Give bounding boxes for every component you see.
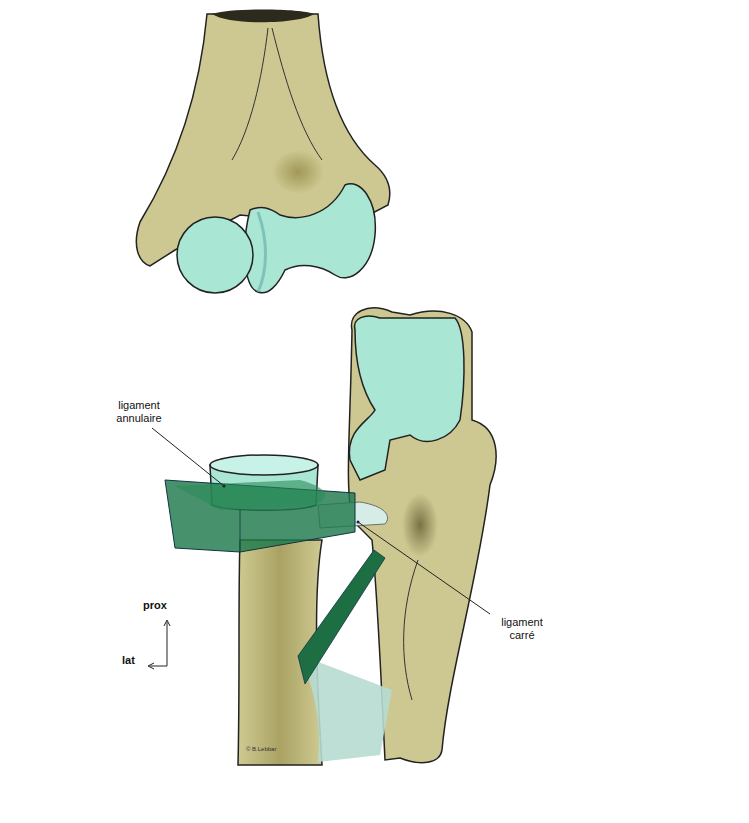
- part-label: ligament annulaire: [103, 399, 175, 424]
- leader-line: [358, 522, 490, 614]
- axis-label: lat: [122, 654, 152, 667]
- oblique-cord: [298, 550, 385, 684]
- leader-dot: [357, 521, 360, 524]
- humerus: [136, 10, 389, 294]
- leader-line: [152, 428, 224, 486]
- annular-ligament: [165, 480, 355, 552]
- leader-dot: [223, 485, 226, 488]
- axis-label: prox: [143, 599, 183, 612]
- watermark: © B.Lebbar: [246, 746, 306, 753]
- orientation-axes: [148, 620, 170, 669]
- interosseous-membrane: [300, 655, 392, 762]
- part-label: ligament carré: [494, 616, 550, 641]
